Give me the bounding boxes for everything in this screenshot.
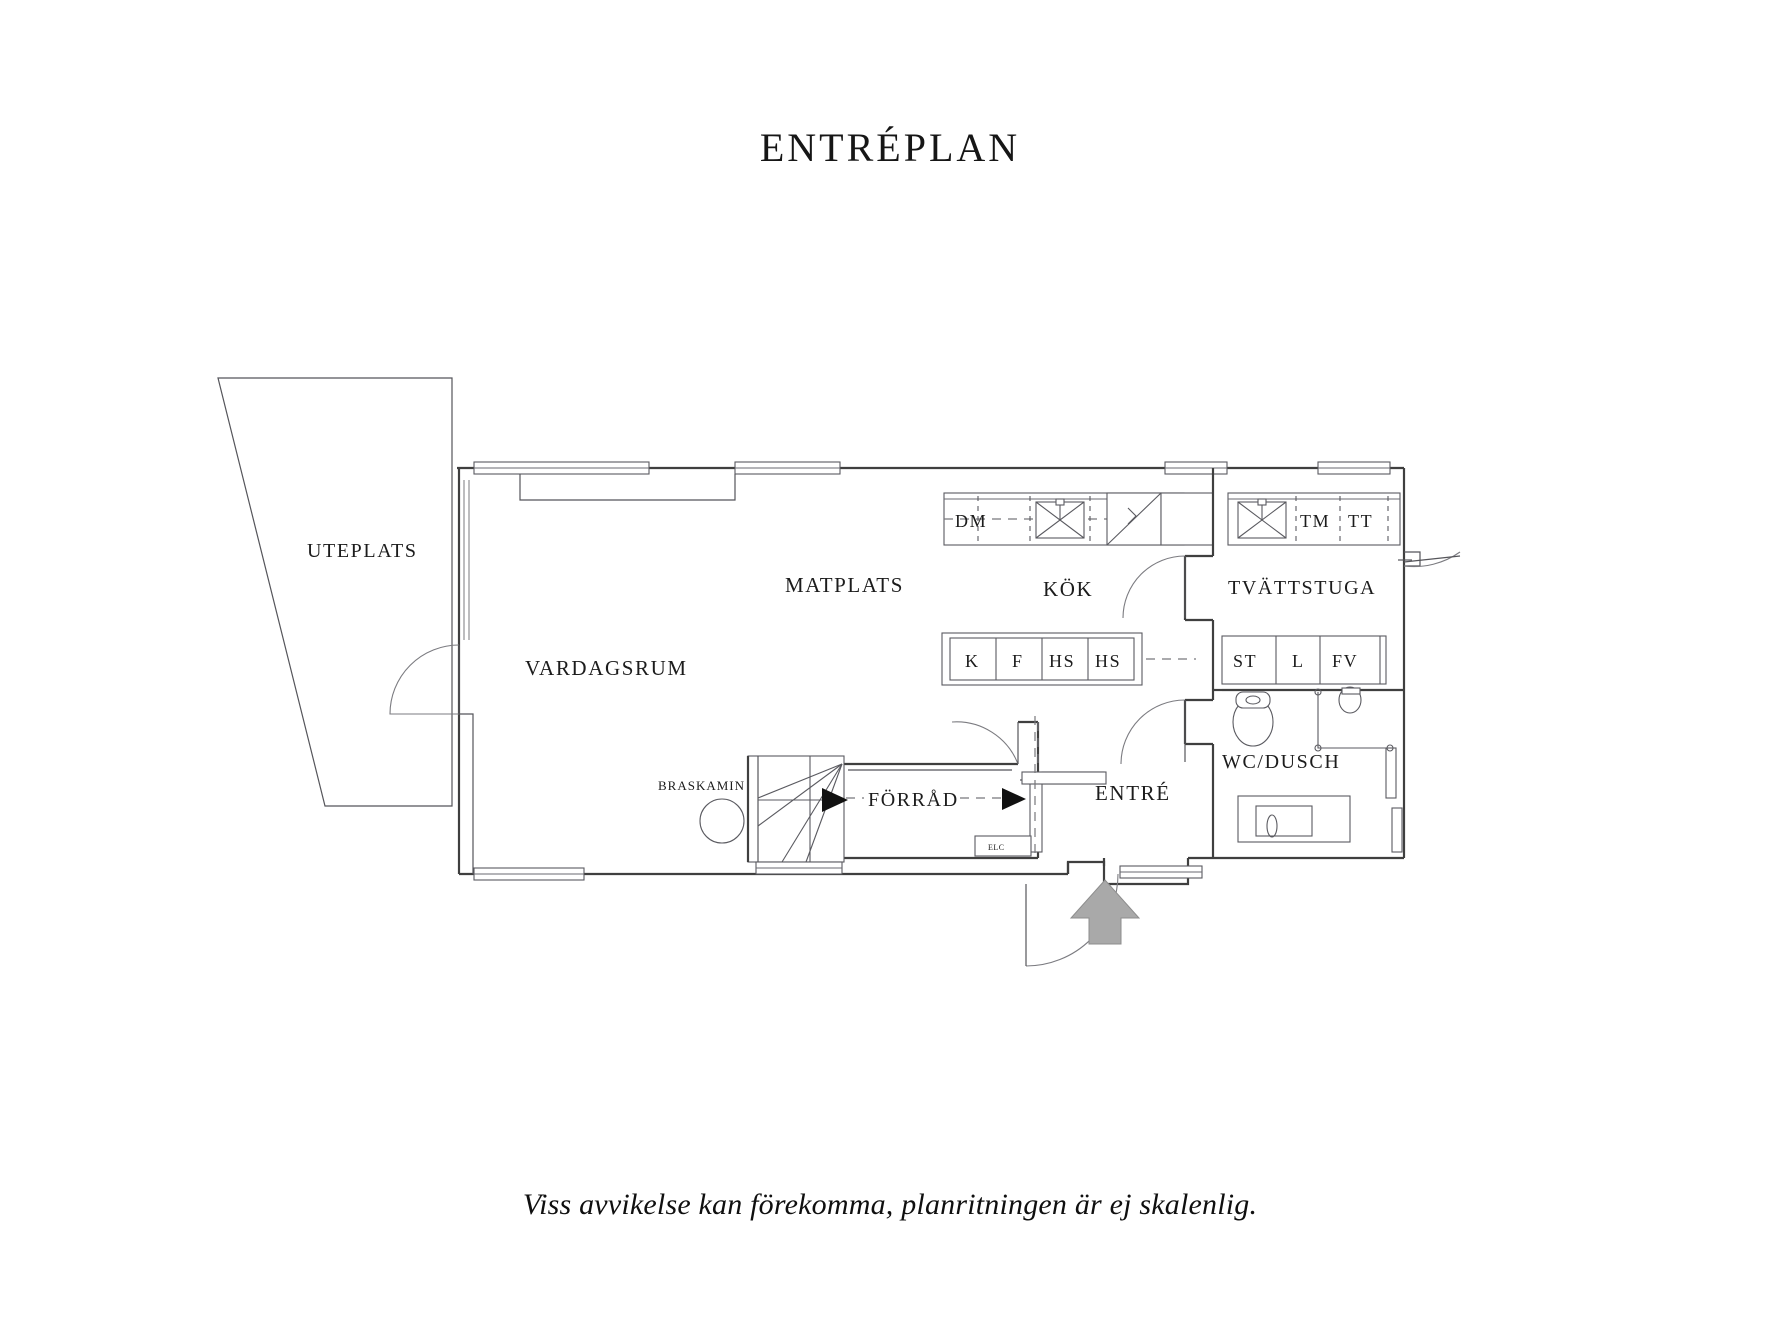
cabinet-label-hs-2: HS [1095,651,1121,671]
room-label-kok: KÖK [1043,577,1093,601]
appliance-label-tt: TT [1348,511,1373,531]
room-entre: ENTRÉ [1018,720,1171,858]
braskamin-stove: BRASKAMIN [658,778,745,844]
page-caption: Viss avvikelse kan förekomma, planritnin… [522,1188,1258,1221]
room-label-tvattstuga: TVÄTTSTUGA [1228,576,1376,599]
room-label-uteplats: UTEPLATS [307,540,418,562]
entrance-direction-arrow [1069,879,1141,945]
braskamin-label: BRASKAMIN [658,778,745,793]
cabinet-label-k: K [965,651,980,671]
room-wc-dusch: WC/DUSCH [1222,686,1403,853]
appliance-label-tm: TM [1300,511,1330,531]
room-label-forrad: FÖRRÅD [868,788,959,811]
patio-door [389,644,460,715]
elc-panel: ELC [974,835,1032,857]
exterior-door-laundry [1398,551,1461,568]
elc-label: ELC [988,843,1005,852]
stove-cooktop [1106,492,1214,546]
washer-icon [1237,498,1287,539]
windows-top [473,461,1391,501]
toilet-icon [1232,691,1274,747]
laundry-counter-run: TM TT [1227,492,1401,546]
wall-notch-left [459,713,474,874]
staircase [746,755,848,875]
cabinet-label-f: F [1012,651,1024,671]
room-label-vardagsrum: VARDAGSRUM [525,656,688,680]
cabinet-label-hs-1: HS [1049,651,1075,671]
room-label-entre: ENTRÉ [1095,781,1171,805]
room-label-matplats: MATPLATS [785,573,904,597]
door-direction-arrow-forrad [1002,788,1026,810]
page-title: ENTRÉPLAN [759,125,1021,170]
door-forrad [951,721,1039,765]
door-tvattstuga [1122,555,1186,619]
cabinet-label-fv: FV [1332,651,1358,671]
braskamin-icon [699,798,745,844]
room-forrad: FÖRRÅD ELC [840,762,1038,860]
laundry-cabinet-run: ST L FV [1221,635,1387,685]
main-entrance [1025,865,1203,967]
room-uteplats: UTEPLATS [217,377,453,807]
tall-cabinet-run: K F HS HS [941,632,1196,686]
window-bottom-left [473,867,585,881]
appliance-label-dm: DM [955,511,987,531]
sink-icon-kitchen [1035,498,1085,539]
cabinet-label-l: L [1292,651,1305,671]
cabinet-label-st: ST [1233,651,1257,671]
vanity-sink [1237,795,1351,843]
door-wc-dusch [1120,699,1186,765]
shower-enclosure [1314,686,1394,752]
room-label-wc-dusch: WC/DUSCH [1222,751,1340,773]
stair-direction-arrow [822,788,848,812]
